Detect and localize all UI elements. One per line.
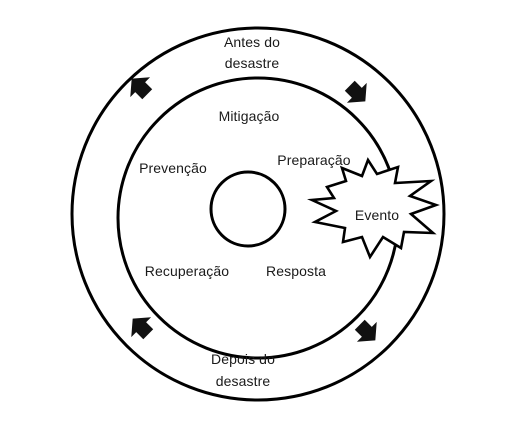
starburst-icon	[307, 157, 440, 260]
phase-prevention: Prevenção	[139, 160, 207, 176]
arrow-top-right-icon	[344, 80, 367, 103]
outer-circle	[70, 26, 446, 402]
phase-mitigation: Mitigação	[219, 108, 280, 124]
arrow-top-left-icon	[130, 77, 153, 100]
inner-circle	[209, 170, 287, 248]
arrow-bottom-left-icon	[131, 317, 154, 340]
after-disaster-line2: desastre	[216, 373, 271, 389]
phase-preparation: Preparação	[277, 152, 350, 168]
before-disaster-line2: desastre	[225, 55, 280, 71]
phase-response: Resposta	[266, 263, 326, 279]
after-disaster-line1: Depois do	[211, 351, 275, 367]
phase-recovery: Recuperação	[145, 263, 229, 279]
event-label: Evento	[355, 207, 399, 223]
before-disaster-line1: Antes do	[224, 34, 280, 50]
arrow-bottom-right-icon	[354, 319, 377, 342]
